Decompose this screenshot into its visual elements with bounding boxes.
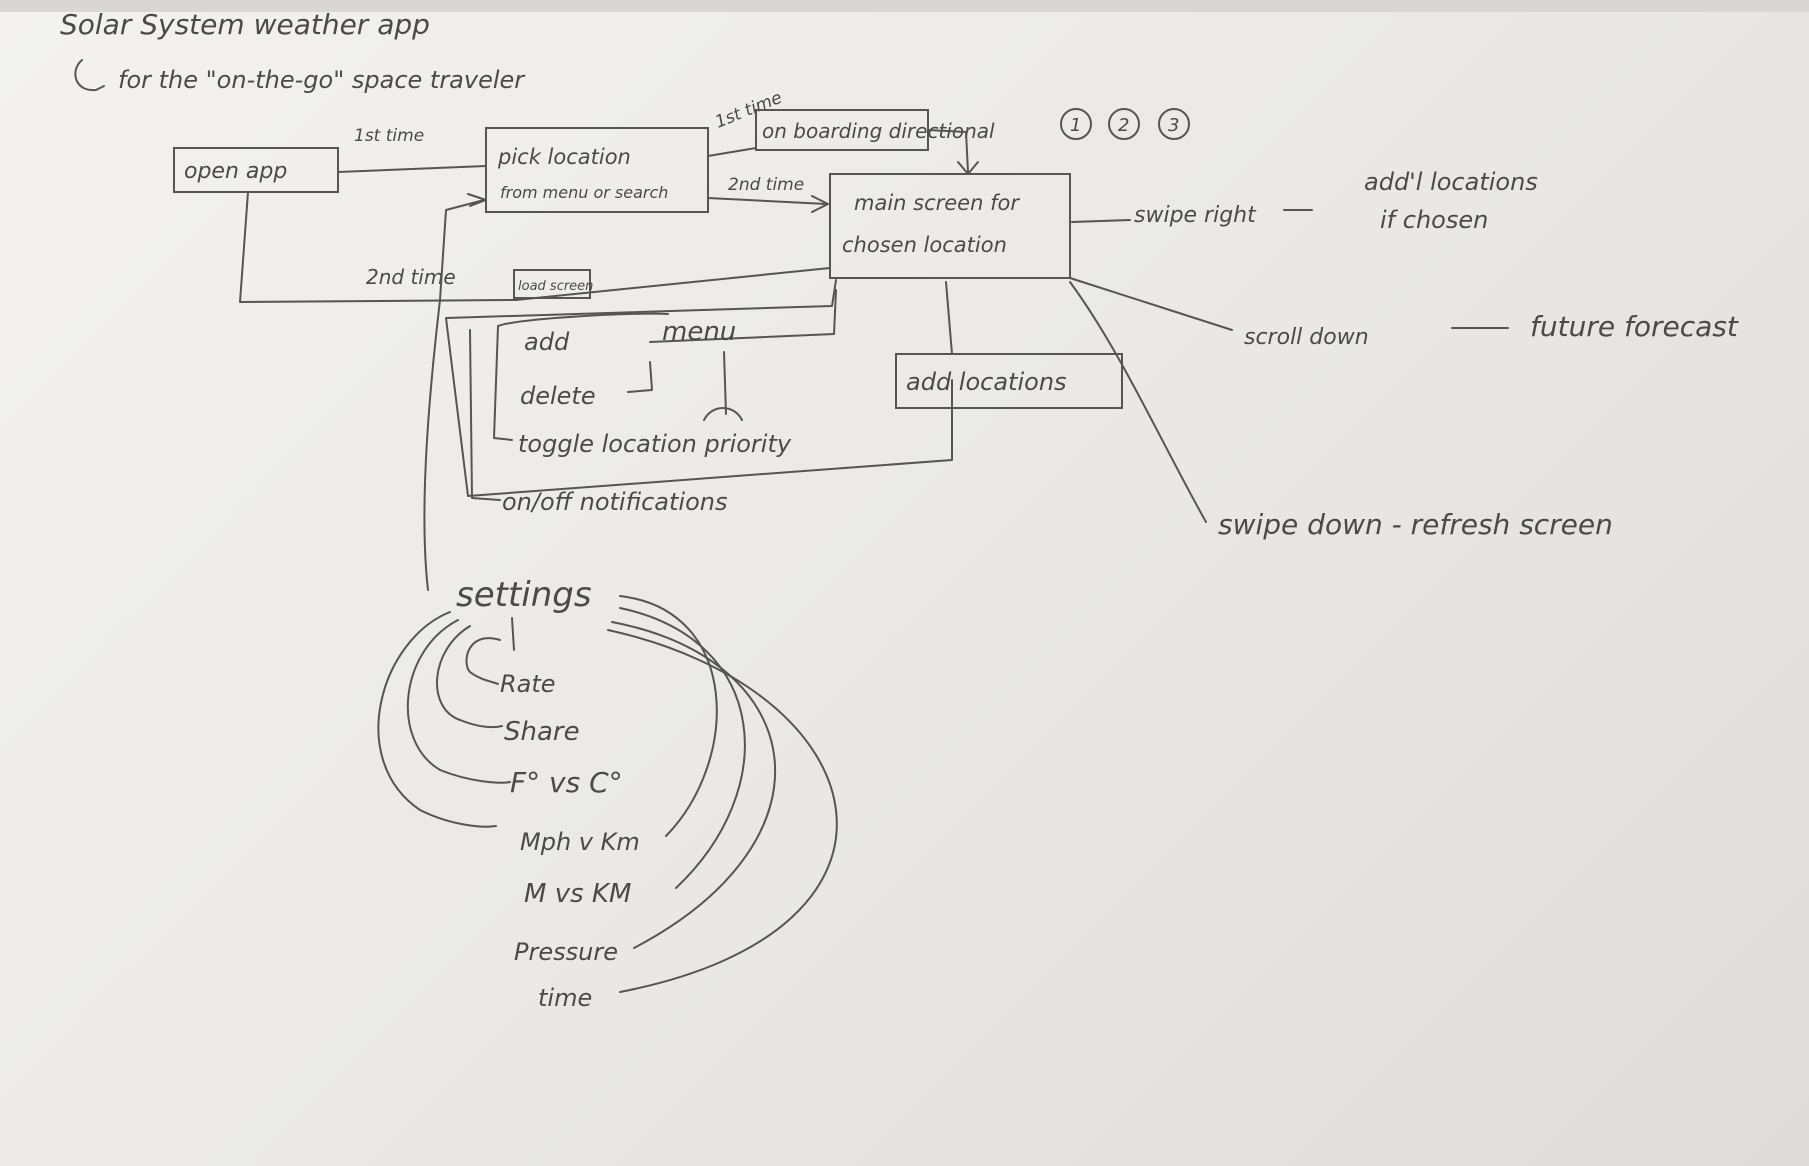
menu-container bbox=[445, 279, 953, 497]
gesture-swipe-down: swipe down - refresh screen bbox=[1218, 508, 1613, 541]
settings-curve-share bbox=[436, 625, 503, 729]
delete-connector bbox=[627, 361, 653, 393]
gesture-scroll-down: scroll down bbox=[1244, 325, 1369, 350]
node-main-screen-line1: main screen for bbox=[854, 191, 1020, 215]
onboarding-step-3-circle bbox=[1158, 108, 1190, 140]
settings-item-m-vs-km: M vs KM bbox=[524, 879, 631, 909]
edge-swipe-right bbox=[1071, 219, 1131, 223]
node-add-locations-box bbox=[895, 353, 1123, 409]
settings-item-rate: Rate bbox=[500, 670, 556, 698]
node-add-locations: add locations bbox=[906, 368, 1067, 396]
node-main-screen-box bbox=[829, 173, 1071, 279]
settings-curve-f-c bbox=[406, 619, 511, 784]
edge-open-app-2nd-time bbox=[239, 191, 831, 303]
priority-connector bbox=[703, 351, 743, 421]
settings-item-f-vs-c: F° vs C° bbox=[510, 766, 623, 799]
edge-to-onboarding bbox=[707, 147, 757, 157]
node-open-app: open app bbox=[184, 159, 287, 184]
notifications-connector bbox=[469, 329, 501, 501]
edge-menu-to-pick-location bbox=[423, 193, 487, 591]
menu-item-delete: delete bbox=[520, 382, 596, 410]
gesture-scroll-down-result: future forecast bbox=[1530, 310, 1739, 343]
onboarding-step-2-circle bbox=[1108, 108, 1140, 140]
onboarding-step-3: 3 bbox=[1168, 115, 1179, 136]
settings-curve-right-2 bbox=[619, 607, 746, 889]
settings-item-mph-v-km: Mph v Km bbox=[520, 828, 640, 856]
menu-item-add: add bbox=[524, 328, 570, 356]
edge-main-to-menu bbox=[649, 289, 837, 343]
node-pick-location-line2: from menu or search bbox=[500, 183, 668, 202]
settings-item-time: time bbox=[538, 984, 592, 1012]
gesture-swipe-right: swipe right bbox=[1134, 203, 1257, 228]
edge-scroll-down bbox=[1069, 277, 1233, 331]
settings-item-pressure: Pressure bbox=[514, 938, 618, 966]
settings-curve-right-3 bbox=[611, 621, 777, 949]
settings-stem bbox=[511, 617, 515, 651]
subtitle-arrow bbox=[74, 59, 105, 92]
onboarding-step-1-circle bbox=[1060, 108, 1092, 140]
onboarding-step-1: 1 bbox=[1070, 115, 1081, 136]
edge-2nd-time bbox=[707, 195, 829, 213]
gesture-swipe-right-result-line2: if chosen bbox=[1380, 206, 1488, 234]
settings-item-share: Share bbox=[504, 717, 580, 747]
settings-curve-right-1 bbox=[619, 595, 718, 837]
gesture-swipe-right-result-line1: add'l locations bbox=[1364, 168, 1538, 196]
edge-swipe-down bbox=[1069, 281, 1207, 523]
menu-item-toggle-priority: toggle location priority bbox=[518, 430, 792, 458]
edge-label-2nd-time-a: 2nd time bbox=[728, 175, 804, 195]
edge-1st-time bbox=[337, 165, 487, 173]
settings-curve-mph bbox=[377, 611, 497, 828]
node-menu: menu bbox=[662, 317, 736, 347]
onboarding-step-2: 2 bbox=[1118, 115, 1129, 136]
node-settings: settings bbox=[456, 575, 592, 615]
diagram-title: Solar System weather app bbox=[60, 8, 430, 41]
settings-curve-right-4 bbox=[607, 629, 838, 993]
edge-label-1st-time-a: 1st time bbox=[354, 126, 424, 146]
edge-main-to-add-locations bbox=[945, 281, 953, 355]
settings-curve-rate bbox=[465, 637, 501, 685]
node-pick-location-line1: pick location bbox=[497, 145, 631, 169]
diagram-subtitle: for the "on-the-go" space traveler bbox=[118, 66, 526, 94]
node-load-screen: load screen bbox=[518, 279, 593, 294]
menu-item-notifications: on/off notifications bbox=[502, 488, 727, 516]
node-main-screen-line2: chosen location bbox=[842, 233, 1007, 257]
menu-items-bracket bbox=[493, 312, 669, 441]
node-pick-location-box bbox=[485, 127, 709, 213]
paper-edge bbox=[0, 0, 1809, 12]
node-load-screen-box bbox=[513, 269, 591, 299]
node-open-app-box bbox=[173, 147, 339, 193]
